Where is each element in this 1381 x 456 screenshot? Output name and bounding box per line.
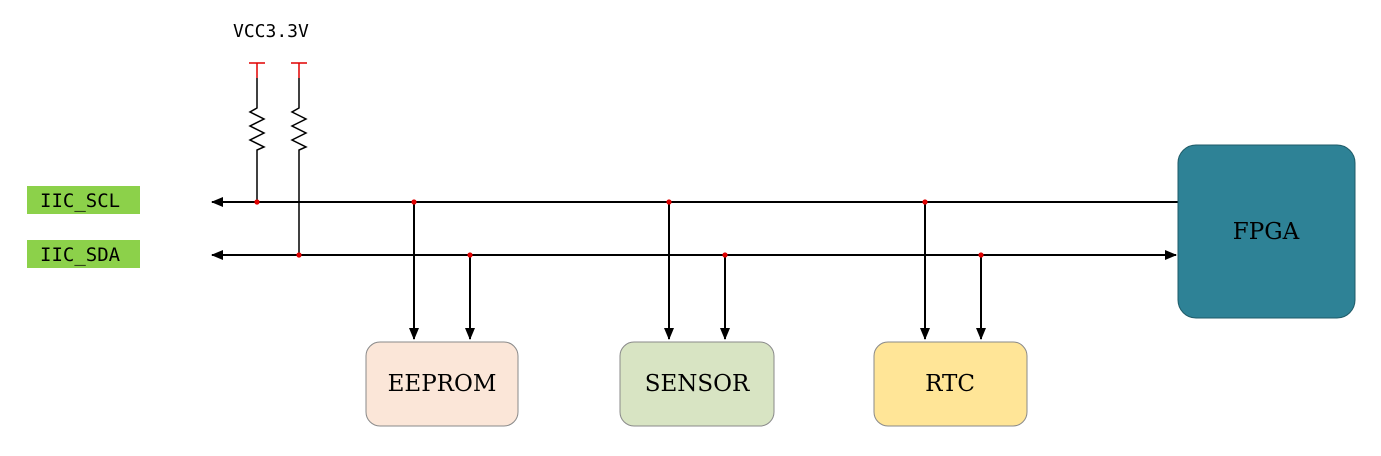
eeprom-label: EEPROM [388, 371, 497, 397]
pullup-resistor-scl [248, 78, 266, 202]
device-drops [409, 202, 986, 340]
junction-dot [722, 252, 728, 258]
junction-dots [254, 199, 984, 258]
junction-dot [922, 199, 928, 205]
pullup-resistor-sda [290, 78, 308, 255]
rtc-block [873, 341, 1028, 427]
vcc-label: VCC3.3V [233, 21, 309, 42]
fpga-block [1177, 144, 1356, 319]
junction-dot [254, 199, 260, 205]
rtc-label: RTC [925, 371, 975, 397]
junction-dot [411, 199, 417, 205]
fpga-label: FPGA [1233, 219, 1300, 245]
junction-dot [467, 252, 473, 258]
junction-dot [666, 199, 672, 205]
sda-tag-label: IIC_SDA [40, 244, 121, 266]
junction-dot [978, 252, 984, 258]
scl-tag [27, 186, 140, 214]
power-symbol-sda [291, 62, 307, 78]
sensor-block [619, 341, 775, 427]
scl-tag-label: IIC_SCL [40, 190, 120, 212]
sensor-label: SENSOR [645, 371, 750, 397]
power-symbol-scl [249, 62, 265, 78]
sda-tag [27, 240, 140, 268]
eeprom-block [365, 341, 519, 427]
junction-dot [296, 252, 302, 258]
